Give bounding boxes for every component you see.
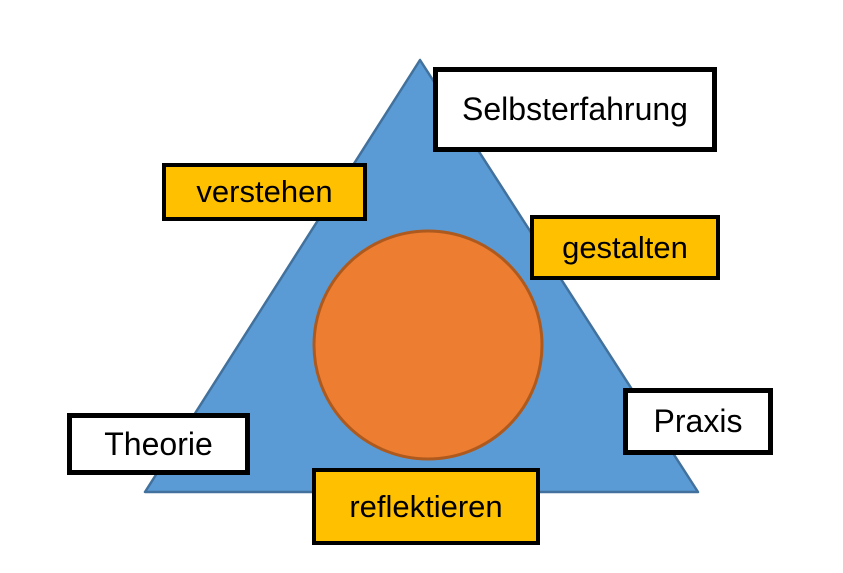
label-selbsterfahrung-text: Selbsterfahrung [462, 91, 688, 127]
label-selbsterfahrung: Selbsterfahrung [433, 67, 717, 152]
label-verstehen: verstehen [162, 163, 367, 221]
label-verstehen-text: verstehen [196, 174, 333, 209]
label-praxis-text: Praxis [653, 403, 743, 439]
circle-shape [312, 229, 544, 461]
label-gestalten-text: gestalten [562, 229, 688, 265]
label-reflektieren: reflektieren [312, 468, 540, 545]
label-gestalten: gestalten [530, 215, 720, 280]
label-theorie-text: Theorie [104, 425, 213, 462]
label-praxis: Praxis [623, 388, 773, 455]
label-theorie: Theorie [67, 413, 250, 475]
label-reflektieren-text: reflektieren [349, 488, 503, 524]
